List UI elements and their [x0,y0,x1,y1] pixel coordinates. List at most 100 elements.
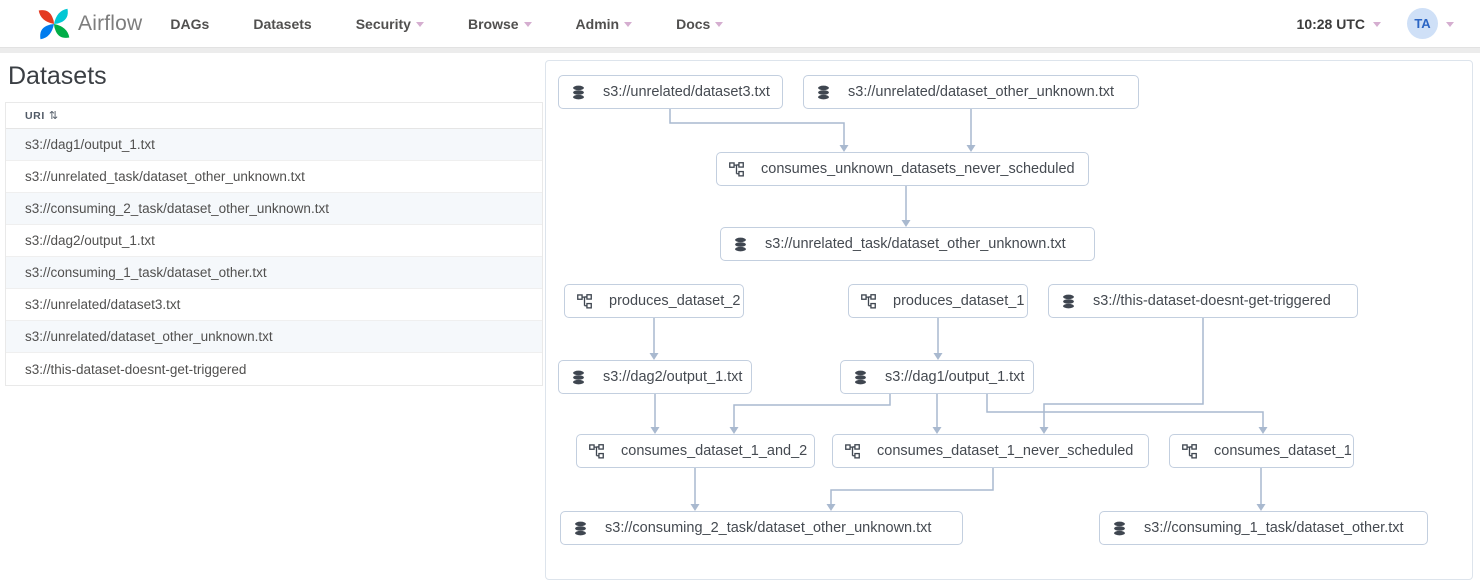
chevron-down-icon [715,22,724,27]
clock-label: 10:28 UTC [1296,15,1365,32]
dag-icon [577,293,592,309]
graph-edges [649,109,1268,511]
graph-node-dataset-ds_unrelated_task_other[interactable]: s3://unrelated_task/dataset_other_unknow… [720,227,1095,261]
graph-node-label: consumes_dataset_1 [1214,443,1352,459]
dataset-uri-row[interactable]: s3://consuming_2_task/dataset_other_unkn… [6,193,542,225]
nav-item-docs[interactable]: Docs [676,15,724,32]
dataset-uri-row[interactable]: s3://consuming_1_task/dataset_other.txt [6,257,542,289]
nav-item-label: Browse [467,15,519,32]
graph-node-label: consumes_dataset_1_and_2 [621,443,808,459]
header-divider [0,47,1480,53]
arrowhead-icon [839,145,849,152]
main-nav: DAGs Datasets Security Browse Admin Docs [170,15,724,32]
dag-icon [589,443,604,459]
timezone-dropdown[interactable]: 10:28 UTC [1297,16,1381,32]
chevron-down-icon [1446,22,1454,27]
dag-icon [1182,443,1197,459]
graph-node-label: consumes_unknown_datasets_never_schedule… [761,161,1075,177]
dataset-uri-row[interactable]: s3://dag2/output_1.txt [6,225,542,257]
chevron-down-icon [1373,22,1381,27]
nav-item-label: Security [355,15,411,32]
dataset-uri-row[interactable]: s3://this-dataset-doesnt-get-triggered [25,361,247,377]
chevron-down-icon [415,22,424,27]
graph-node-dag-dag_consumes_unknown[interactable]: consumes_unknown_datasets_never_schedule… [716,152,1089,186]
arrowhead-icon [1039,427,1049,434]
edge-ds_dag1_output_1-to-dag_consumes_1_and_2 [733,394,891,428]
uri-header-label: URI [25,109,45,122]
dataset-uri-row[interactable]: s3://dag1/output_1.txt [6,129,542,161]
graph-node-dataset-ds_unrelated_dataset_other[interactable]: s3://unrelated/dataset_other_unknown.txt [803,75,1139,109]
sort-icon: ⇅ [48,110,59,122]
arrowhead-icon [649,353,659,360]
graph-node-dataset-ds_dag1_output_1[interactable]: s3://dag1/output_1.txt [840,360,1034,394]
graph-node-label: s3://consuming_1_task/dataset_other.txt [1144,520,1404,536]
arrowhead-icon [933,353,943,360]
database-icon [816,85,831,100]
arrowhead-icon [1256,504,1266,511]
database-icon [853,370,868,385]
graph-node-label: produces_dataset_2 [609,293,741,309]
graph-node-label: produces_dataset_1 [893,293,1025,309]
graph-node-dataset-ds_unrelated_dataset3[interactable]: s3://unrelated/dataset3.txt [558,75,783,109]
page-title: Datasets [8,62,107,90]
dataset-dependency-graph[interactable]: s3://unrelated/dataset3.txt s3://unrelate… [545,60,1473,580]
graph-node-label: s3://this-dataset-doesnt-get-triggered [1093,293,1331,309]
nav-item-label: Docs [676,15,711,32]
database-icon [571,85,586,100]
edge-ds_not_triggered-to-dag_consumes_1_never_sched [1043,318,1204,428]
dag-icon [845,443,860,459]
graph-node-dataset-ds_dag2_output_1[interactable]: s3://dag2/output_1.txt [558,360,752,394]
pinwheel-icon [36,5,72,43]
dataset-uri-row[interactable]: s3://unrelated/dataset_other_unknown.txt [6,321,542,353]
database-icon [573,521,588,536]
graph-node-dataset-ds_consuming_2_task_other[interactable]: s3://consuming_2_task/dataset_other_unkn… [560,511,963,545]
graph-node-label: s3://dag1/output_1.txt [885,369,1025,385]
dag-icon [729,161,744,177]
graph-node-dag-dag_consumes_1_and_2[interactable]: consumes_dataset_1_and_2 [576,434,815,468]
database-icon [1061,294,1076,309]
edge-ds_dag1_output_1-to-dag_consumes_dataset_1 [986,394,1264,428]
graph-node-label: s3://unrelated_task/dataset_other_unknow… [765,236,1066,252]
database-icon [733,237,748,252]
arrowhead-icon [901,220,911,227]
dag-icon [861,293,876,309]
graph-node-label: s3://unrelated/dataset3.txt [603,84,770,100]
graph-node-dataset-ds_not_triggered[interactable]: s3://this-dataset-doesnt-get-triggered [1048,284,1358,318]
nav-item-browse[interactable]: Browse [468,16,532,32]
graph-node-dag-dag_produces_dataset_1[interactable]: produces_dataset_1 [848,284,1028,318]
airflow-logo[interactable]: Airflow [36,5,142,43]
graph-node-dag-dag_consumes_1_never_sched[interactable]: consumes_dataset_1_never_scheduled [832,434,1149,468]
graph-node-label: s3://consuming_2_task/dataset_other_unkn… [605,520,932,536]
edge-dag_consumes_1_never_sched-to-ds_consuming_2_task_other [830,468,994,505]
dataset-uri-row[interactable]: s3://unrelated/dataset3.txt [6,289,542,321]
graph-node-dag-dag_produces_dataset_2[interactable]: produces_dataset_2 [564,284,744,318]
avatar: TA [1407,8,1438,39]
nav-item-label: DAGs [170,15,210,32]
nav-item-security[interactable]: Security [356,16,424,32]
arrowhead-icon [966,145,976,152]
database-icon [1112,521,1127,536]
dataset-uri-row[interactable]: s3://unrelated_task/dataset_other_unknow… [6,161,542,193]
user-menu[interactable]: TA [1407,8,1454,39]
graph-node-dag-dag_consumes_dataset_1[interactable]: consumes_dataset_1 [1169,434,1354,468]
arrowhead-icon [650,427,660,434]
nav-item-admin[interactable]: Admin [576,16,633,32]
nav-item-dags[interactable]: DAGs [170,16,209,32]
chevron-down-icon [523,22,532,27]
database-icon [571,370,586,385]
graph-node-label: s3://unrelated/dataset_other_unknown.txt [848,84,1115,100]
nav-item-datasets[interactable]: Datasets [253,16,311,32]
brand-name: Airflow [78,11,143,35]
graph-node-dataset-ds_consuming_1_task_other[interactable]: s3://consuming_1_task/dataset_other.txt [1099,511,1428,545]
arrowhead-icon [826,504,836,511]
arrowhead-icon [932,427,942,434]
graph-node-label: consumes_dataset_1_never_scheduled [877,443,1134,459]
arrowhead-icon [1258,427,1268,434]
nav-item-label: Admin [575,15,620,32]
chevron-down-icon [624,22,633,27]
uri-column-header[interactable]: URI ⇅ [6,103,542,129]
graph-node-label: s3://dag2/output_1.txt [603,369,743,385]
